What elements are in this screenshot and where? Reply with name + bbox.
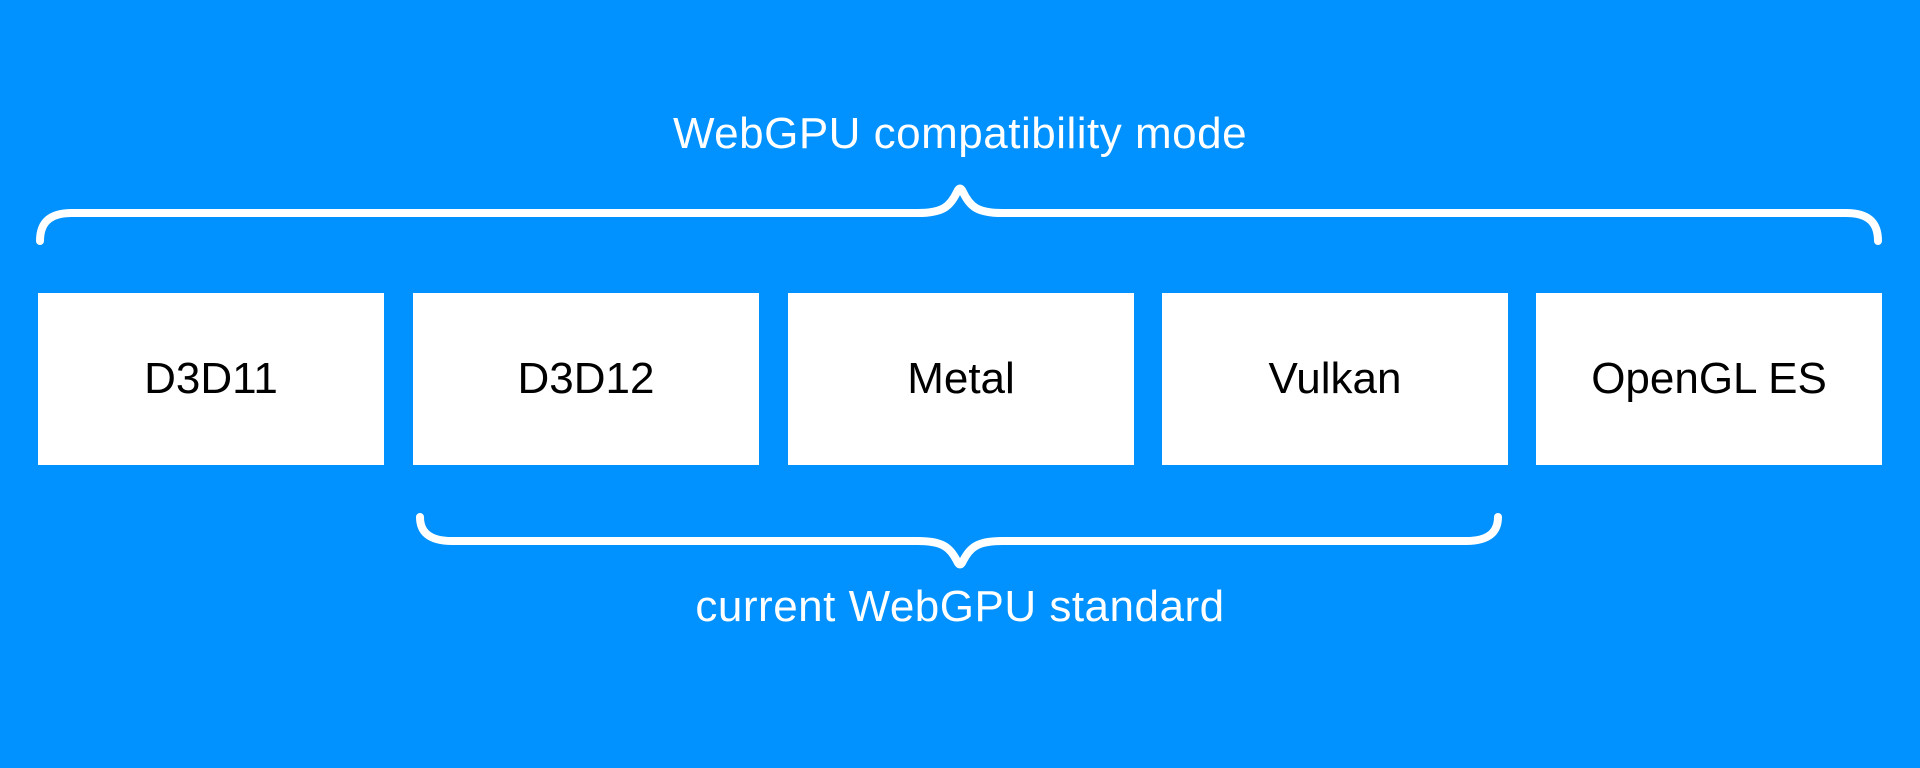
top-brace [36, 184, 1882, 245]
top-group-label: WebGPU compatibility mode [672, 109, 1248, 158]
backend-box-opengl-es: OpenGL ES [1536, 293, 1882, 465]
backend-label: D3D11 [144, 354, 278, 403]
backend-label: D3D12 [517, 354, 655, 403]
backend-box-metal: Metal [788, 293, 1134, 465]
backend-label: OpenGL ES [1591, 354, 1827, 403]
bottom-group-label: current WebGPU standard [695, 582, 1225, 631]
backend-box-d3d12: D3D12 [413, 293, 759, 465]
bottom-brace [416, 513, 1502, 569]
backend-label: Vulkan [1268, 354, 1402, 403]
backend-box-vulkan: Vulkan [1162, 293, 1508, 465]
backend-label: Metal [907, 354, 1015, 403]
backend-box-d3d11: D3D11 [38, 293, 384, 465]
